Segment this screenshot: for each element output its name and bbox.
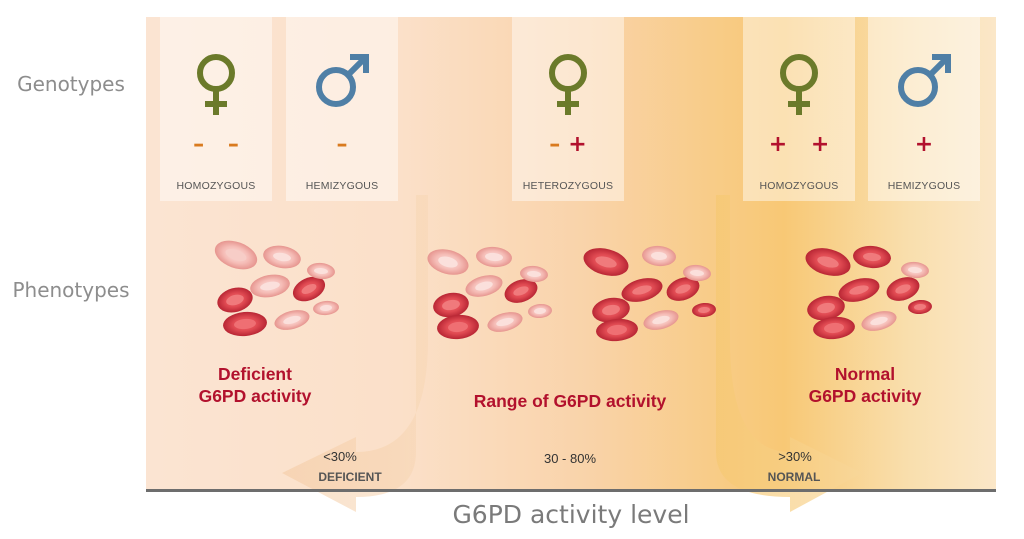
genotype-signs: – – (193, 132, 247, 157)
phenotype-normal-line1: Normal (834, 364, 896, 384)
cell-cluster-normal (805, 245, 932, 340)
genotype-label: HEMIZYGOUS (305, 180, 379, 192)
phenotype-normal-line2: G6PD activity (808, 386, 922, 406)
genotype-label: HOMOZYGOUS (176, 180, 256, 192)
genotype-signs: – (336, 132, 356, 157)
genotype-card-homozygous-deficient: – – HOMOZYGOUS (160, 17, 272, 201)
threshold-deficient-value: <30% (323, 449, 357, 464)
threshold-normal-value: >30% (778, 449, 812, 464)
phenotype-deficient: Deficient G6PD activity (170, 363, 340, 407)
genotype-signs: + (914, 132, 942, 157)
row-label-phenotypes: Phenotypes (12, 278, 130, 302)
cell-cluster-range-left (427, 246, 552, 340)
genotype-card-heterozygous: –+ HETEROZYGOUS (512, 17, 624, 201)
row-label-genotypes: Genotypes (17, 72, 125, 96)
cell-cluster-deficient (214, 240, 339, 337)
threshold-normal-label: NORMAL (767, 470, 821, 484)
axis-line (146, 489, 996, 492)
female-symbol-icon (197, 54, 235, 115)
female-symbol-icon (549, 54, 587, 115)
phenotype-deficient-line1: Deficient (218, 364, 292, 384)
genotype-card-homozygous-normal: + + HOMOZYGOUS (743, 17, 855, 201)
female-symbol-icon (780, 54, 818, 115)
genotype-card-hemizygous-normal: + HEMIZYGOUS (868, 17, 980, 201)
phenotype-range: Range of G6PD activity (430, 390, 710, 412)
phenotype-normal: Normal G6PD activity (780, 363, 950, 407)
genotype-label: HEMIZYGOUS (887, 180, 961, 192)
right-arrow (716, 195, 862, 512)
cell-cluster-range-right (583, 245, 716, 342)
threshold-middle-value: 30 - 80% (543, 451, 597, 466)
genotype-label: HETEROZYGOUS (522, 180, 614, 192)
phenotype-deficient-line2: G6PD activity (198, 386, 312, 406)
genotype-label: HOMOZYGOUS (759, 180, 839, 192)
phenotype-range-line1: Range of G6PD activity (473, 391, 667, 411)
male-symbol-icon (898, 54, 951, 107)
genotype-signs: + + (768, 132, 838, 157)
male-symbol-icon (316, 54, 369, 107)
left-arrow (282, 195, 428, 512)
threshold-deficient-label: DEFICIENT (318, 470, 382, 484)
axis-title: G6PD activity level (452, 500, 690, 529)
genotype-card-hemizygous-deficient: – HEMIZYGOUS (286, 17, 398, 201)
genotype-signs: –+ (549, 132, 595, 157)
